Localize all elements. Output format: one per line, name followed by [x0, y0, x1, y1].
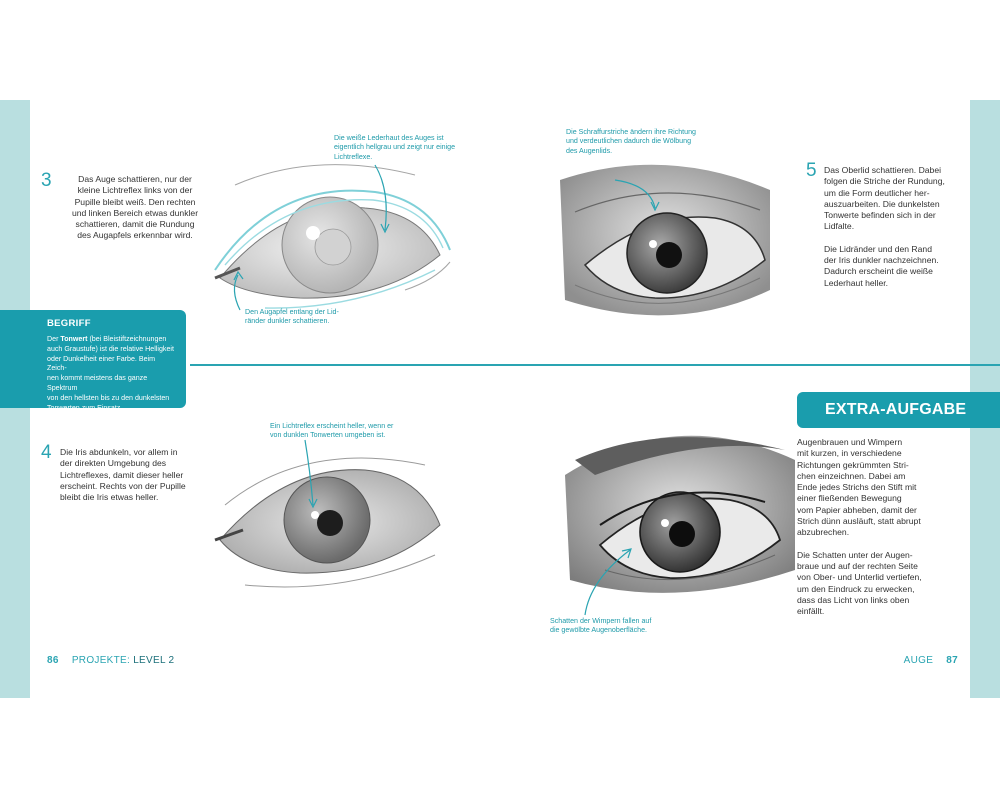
begriff-box: BEGRIFF Der Tonwert (bei Bleistiftzeichn…	[0, 310, 186, 412]
begriff-title: BEGRIFF	[47, 318, 91, 329]
eye-sketch-step3	[214, 164, 451, 311]
annotation-hatching: Die Schraffurstriche ändern ihre Richtun…	[566, 128, 696, 155]
annotation-eyeball: Den Augapfel entlang der Lid-ränder dunk…	[245, 308, 339, 326]
footer-section-label: PROJEKTE:	[71, 655, 134, 666]
step-3-number: 3	[41, 170, 52, 191]
page-number-left: 86	[47, 655, 59, 666]
footer-left: 86 PROJEKTE: LEVEL 2	[47, 655, 174, 666]
eye-sketch-step4	[214, 439, 441, 588]
eye-sketch-extra	[565, 435, 795, 616]
step-4-number: 4	[41, 442, 52, 463]
page-number-right: 87	[946, 655, 958, 666]
step-5-number: 5	[806, 160, 817, 181]
footer-level-label: LEVEL 2	[133, 655, 175, 666]
eye-sketch-step5	[560, 164, 770, 316]
footer-chapter-label: AUGE	[903, 655, 934, 666]
extra-aufgabe-title: EXTRA-AUFGABE	[797, 392, 1000, 428]
annotation-highlight: Ein Lichtreflex erscheint heller, wenn e…	[270, 422, 394, 440]
divider-line	[190, 364, 1000, 366]
begriff-text: Der Tonwert (bei Bleistiftzeichnungen au…	[47, 335, 174, 412]
footer-right: AUGE 87	[904, 655, 958, 666]
